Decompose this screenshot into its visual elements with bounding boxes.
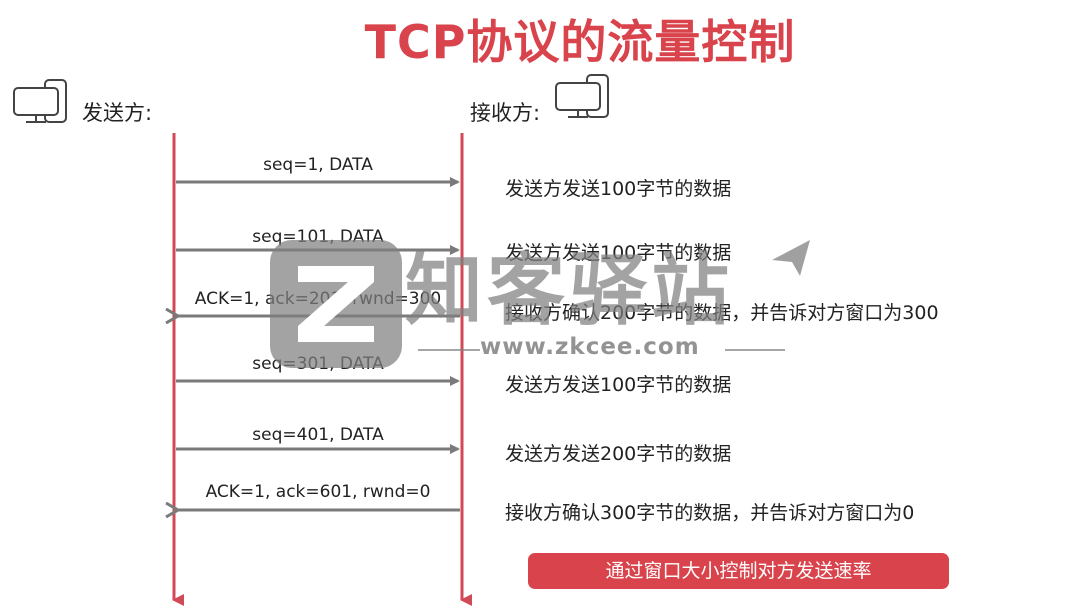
message-label: seq=401, DATA — [252, 425, 384, 445]
message-label: ACK=1, ack=201, rwnd=300 — [194, 289, 442, 309]
message-note: 接收方确认300字节的数据，并告诉对方窗口为0 — [505, 502, 915, 524]
message-note: 发送方发送200字节的数据 — [505, 443, 732, 465]
page-title: TCP协议的流量控制 — [364, 15, 796, 69]
message-note: 发送方发送100字节的数据 — [505, 374, 732, 396]
message-label: seq=101, DATA — [252, 227, 384, 247]
message-note: 发送方发送100字节的数据 — [505, 242, 732, 264]
message-note: 接收方确认200字节的数据，并告诉对方窗口为300 — [505, 302, 939, 324]
receiver-label: 接收方: — [470, 101, 541, 125]
message-label: seq=301, DATA — [252, 354, 384, 374]
message-label: ACK=1, ack=601, rwnd=0 — [205, 482, 431, 502]
message-note: 发送方发送100字节的数据 — [505, 178, 732, 200]
sender-label: 发送方: — [82, 101, 153, 125]
message-label: seq=1, DATA — [263, 155, 373, 175]
receiver-computer-icon — [554, 73, 614, 125]
summary-callout: 通过窗口大小控制对方发送速率 — [528, 553, 949, 589]
sender-computer-icon — [12, 78, 72, 130]
